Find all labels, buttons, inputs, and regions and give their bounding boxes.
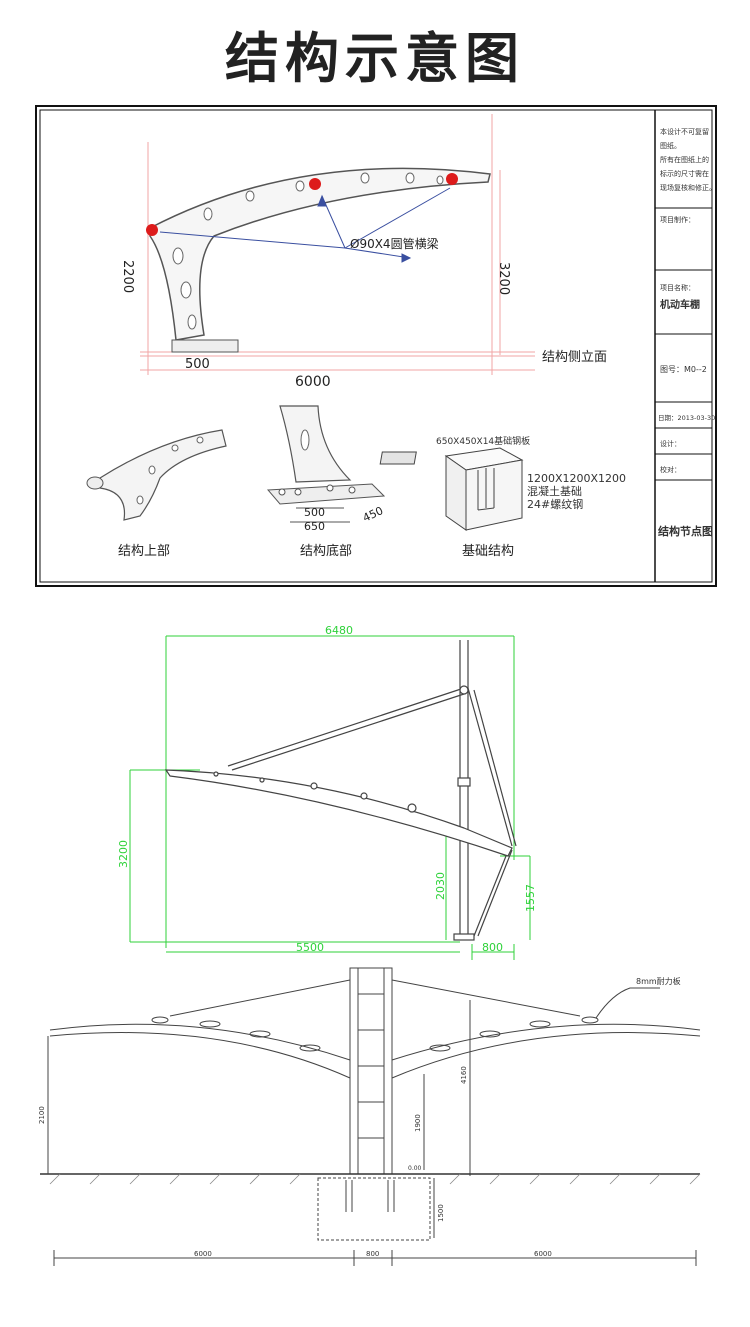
canopy-frame-elevation (146, 167, 491, 353)
detail-structure-bottom: 500 650 450 结构底部 (266, 405, 385, 559)
note-line-1: 本设计不可复留 (660, 127, 709, 136)
dim3-right-height: 4160 (460, 1066, 468, 1084)
panel1-inner-frame (39, 109, 713, 583)
note-line-3: 所有在图纸上的 (660, 155, 709, 164)
connection-point-2 (309, 178, 321, 190)
dim3-left-height: 2100 (38, 1106, 46, 1124)
dim3-depth: 1500 (437, 1204, 445, 1222)
green-dimension-lines (129, 635, 531, 960)
page-title: 结构示意图 (225, 27, 525, 90)
canopy-frame-dimension (164, 640, 517, 941)
board-label: 8mm耐力板 (636, 976, 681, 986)
drawing-number: 图号：M0--2 (660, 365, 707, 374)
dim-base-width: 500 (185, 357, 210, 372)
beam-callout-arrows (159, 187, 451, 263)
dim-right-height: 1557 (524, 884, 537, 912)
project-name-label: 项目名称： (660, 283, 695, 292)
title-block: 本设计不可复留 图纸。 所有在图纸上的 标示的尺寸需在 现场复核和修正。 项目制… (655, 127, 716, 538)
note-line-2: 图纸。 (660, 141, 681, 150)
panel-structure-elevation: Ø90X4圆管横梁 2200 3200 500 6000 结构侧立面 结构上部 (35, 105, 717, 587)
detail-bottom-label: 结构底部 (300, 543, 352, 559)
connection-point-1 (146, 224, 158, 236)
dim-height-right: 3200 (496, 262, 511, 295)
project-name: 机动车棚 (660, 298, 700, 311)
dim3-mid-height: 1900 (414, 1114, 422, 1132)
dim-height-left: 2200 (120, 260, 135, 293)
foundation-line-2: 混凝土基础 (527, 484, 582, 498)
detail-foundation: 650X450X14基础钢板 1200X1200X1200 混凝土基础 24#螺… (379, 435, 626, 559)
beam-label: Ø90X4圆管横梁 (350, 236, 439, 251)
foundation-label: 基础结构 (462, 544, 514, 559)
dim3-ground: 0.00 (408, 1165, 422, 1172)
note-line-4: 标示的尺寸需在 (660, 169, 709, 178)
foundation-line-1: 1200X1200X1200 (527, 472, 626, 485)
ground-hatch (49, 1173, 701, 1185)
dim-total-width: 6000 (295, 374, 331, 390)
foundation-line-3: 24#螺纹钢 (527, 497, 583, 511)
design-label: 设计： (660, 439, 681, 448)
panel-double-cantilever: 8mm耐力板 2100 1900 4160 0.00 1500 6000 800… (38, 967, 701, 1266)
double-canopy-frame (40, 967, 701, 1266)
dim3-left-span: 6000 (194, 1250, 212, 1258)
dim-post-height: 2030 (434, 872, 447, 900)
dim3-right-span: 6000 (534, 1250, 552, 1258)
side-elevation-label: 结构侧立面 (542, 350, 607, 365)
check-label: 校对： (660, 465, 681, 474)
dim-left-height: 3200 (117, 840, 130, 868)
dim-bottom-a: 500 (304, 506, 325, 519)
detail-top-label: 结构上部 (118, 544, 170, 559)
dim-bottom-b: 650 (304, 520, 325, 533)
project-unit-label: 项目制作： (660, 215, 695, 224)
dim-bottom-width: 5500 (296, 941, 324, 954)
connection-point-3 (446, 173, 458, 185)
drawing-date: 日期：2013-03-30 (658, 414, 715, 422)
panel-dimension-drawing: 6480 3200 2030 1557 5500 800 (117, 624, 537, 960)
dim-bottom-right: 800 (482, 941, 503, 954)
drawing-title: 结构节点图 (657, 524, 713, 538)
foundation-plate-label: 650X450X14基础钢板 (436, 435, 530, 447)
dim3-center-span: 800 (366, 1250, 379, 1258)
dim-top-width: 6480 (325, 624, 353, 637)
detail-structure-top: 结构上部 (86, 429, 227, 559)
note-line-5: 现场复核和修正。 (660, 183, 716, 192)
